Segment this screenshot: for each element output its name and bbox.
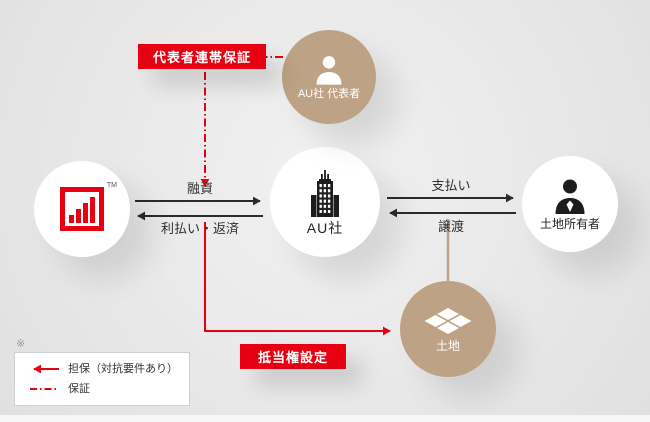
trademark-mark: TM [106, 182, 117, 189]
legend-guarantee-label: 保証 [68, 382, 90, 395]
logo-bar [69, 215, 74, 223]
logo-chart-area [65, 192, 99, 226]
legend: 担保（対抗要件あり） 保証 [14, 352, 190, 406]
legend-collateral-label: 担保（対抗要件あり） [68, 362, 178, 375]
logo-bar [76, 209, 81, 223]
legend-row-guarantee: 保証 [25, 382, 179, 395]
person-icon [316, 56, 342, 85]
financing-label: 融資 [186, 181, 214, 196]
legend-row-collateral: 担保（対抗要件あり） [25, 362, 179, 375]
guarantee-line [200, 56, 283, 187]
representative-label: AU社 代表者 [297, 88, 361, 100]
land-parcels-icon [424, 307, 472, 334]
guarantee-badge: 代表者連帯保証 [138, 44, 266, 69]
bar-chart-logo-icon [60, 187, 104, 231]
guarantee-line-icon [30, 388, 59, 390]
landowner-label: 土地所有者 [539, 217, 600, 231]
bottom-strip [0, 415, 650, 422]
legend-note-mark: ※ [16, 338, 26, 350]
land-label: 土地 [435, 338, 460, 353]
mortgage-badge: 抵当権設定 [240, 344, 346, 369]
payment-label: 支払い [431, 178, 471, 193]
person-suit-icon [555, 179, 585, 214]
lender-logo: TM [60, 182, 117, 231]
repayment-label: 利払い・返済 [160, 221, 240, 236]
collateral-arrow-icon [33, 364, 59, 374]
logo-bar [90, 197, 95, 223]
au-company-label: AU社 [306, 220, 344, 236]
land-node: 土地 [400, 281, 496, 377]
landowner-node: 土地所有者 [522, 156, 618, 252]
transfer-label: 譲渡 [437, 219, 465, 234]
representative-node: AU社 代表者 [282, 30, 376, 124]
au-company-node: AU社 [270, 147, 380, 257]
lender-node: TM [34, 161, 130, 257]
logo-bar [83, 203, 88, 223]
building-icon [311, 170, 339, 217]
